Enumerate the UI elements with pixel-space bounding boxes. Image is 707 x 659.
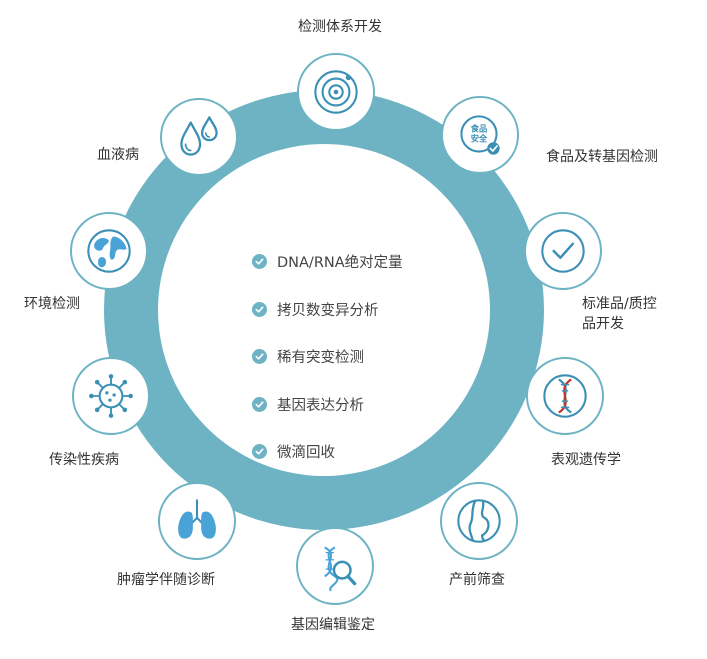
virus-icon [89, 374, 133, 418]
droplets-icon [180, 116, 218, 156]
list-item-text: 拷贝数变异分析 [277, 302, 379, 319]
check-circle-icon [252, 349, 267, 365]
node-environment [70, 212, 148, 290]
node-epigenetics [526, 357, 604, 435]
label-assay-development: 检测体系开发 [298, 19, 382, 35]
list-item: DNA/RNA绝对定量 [252, 238, 472, 286]
label-line: 标准品/质控 [582, 296, 657, 312]
node-prenatal [440, 482, 518, 560]
check-circle-icon [252, 396, 267, 412]
list-item: 稀有突变检测 [252, 333, 472, 381]
pregnancy-icon [457, 499, 501, 543]
svg-text:食品: 食品 [471, 123, 488, 133]
lungs-icon [178, 499, 216, 539]
application-list: DNA/RNA绝对定量 拷贝数变异分析 稀有突变检测 基因表达分析 微滴回收 [252, 238, 472, 476]
list-item: 基因表达分析 [252, 381, 472, 429]
node-blood [160, 98, 238, 176]
node-oncology [158, 482, 236, 560]
label-epigenetics: 表观遗传学 [551, 452, 621, 468]
list-item: 微滴回收 [252, 428, 472, 476]
check-circle-icon [252, 444, 267, 460]
target-icon [314, 70, 358, 114]
label-oncology: 肿瘤学伴随诊断 [117, 572, 215, 588]
list-item-text: DNA/RNA绝对定量 [277, 255, 403, 272]
checkmark-icon [541, 229, 585, 273]
node-assay-development [297, 53, 375, 131]
node-standard-qc [524, 212, 602, 290]
inner-circle [158, 144, 490, 476]
dna-helix-icon [543, 374, 587, 418]
label-prenatal: 产前筛查 [449, 572, 505, 588]
label-line: 品开发 [582, 316, 624, 332]
check-circle-icon [252, 254, 267, 270]
label-food-gmo: 食品及转基因检测 [546, 149, 658, 165]
label-infectious: 传染性疾病 [49, 452, 119, 468]
node-infectious [72, 357, 150, 435]
label-gene-editing: 基因编辑鉴定 [291, 617, 375, 633]
globe-icon [87, 229, 131, 273]
list-item-text: 基因表达分析 [277, 397, 364, 414]
label-standard-qc: 标准品/质控 品开发 [582, 294, 657, 334]
node-gene-editing [296, 527, 374, 605]
food-safety-badge-icon: 食品 安全 [460, 115, 500, 155]
label-environment: 环境检测 [24, 296, 80, 312]
label-blood: 血液病 [97, 147, 139, 163]
list-item-text: 微滴回收 [277, 445, 335, 462]
dna-magnifier-icon [324, 546, 357, 592]
node-food-gmo: 食品 安全 [441, 96, 519, 174]
list-item-text: 稀有突变检测 [277, 350, 364, 367]
svg-text:安全: 安全 [471, 134, 488, 144]
check-circle-icon [252, 301, 267, 317]
list-item: 拷贝数变异分析 [252, 286, 472, 334]
